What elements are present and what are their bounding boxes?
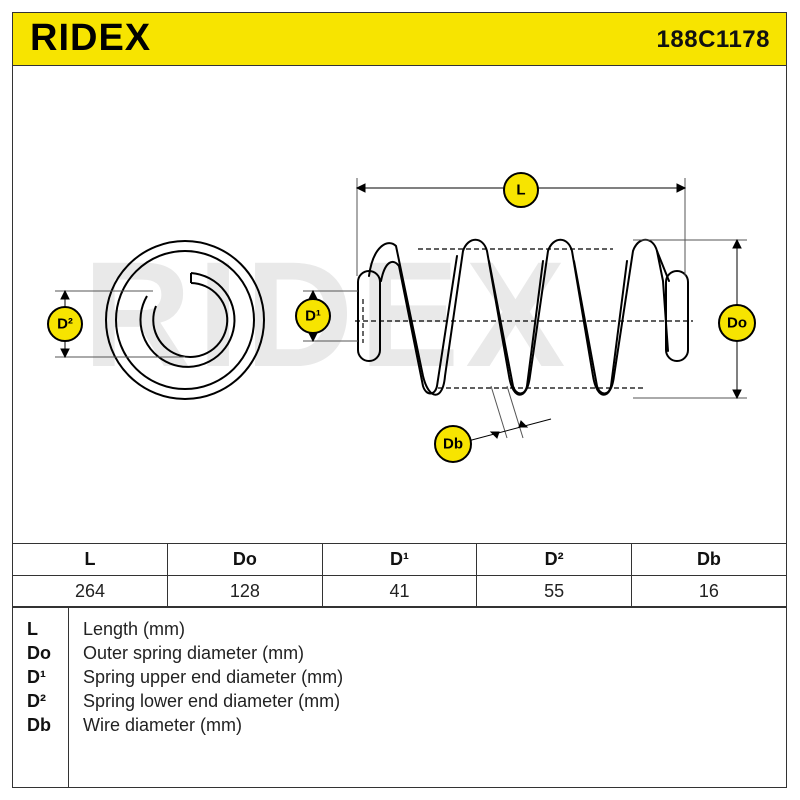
do-badge: Do: [718, 304, 756, 342]
legend-item: D² Spring lower end diameter (mm): [13, 691, 786, 715]
d2-badge: D²: [47, 306, 83, 342]
legend-item: Do Outer spring diameter (mm): [13, 643, 786, 667]
legend-divider: [68, 607, 69, 788]
legend-desc: Outer spring diameter (mm): [83, 643, 305, 663]
legend-abbr: D¹: [27, 667, 46, 687]
spring-diagram: RIDEX D²: [13, 66, 786, 544]
legend-abbr: Db: [27, 715, 51, 735]
spring-side-view: [357, 238, 689, 396]
table-header-cell: D¹: [321, 543, 478, 576]
legend-desc: Spring lower end diameter (mm): [83, 691, 341, 711]
db-badge: Db: [434, 425, 472, 463]
legend-item: L Length (mm): [13, 619, 786, 643]
d2-label: D²: [57, 316, 73, 333]
legend-desc: Length (mm): [83, 619, 186, 639]
legend-abbr: D²: [27, 691, 46, 711]
table-header-cell: L: [13, 543, 169, 576]
d1-label: D¹: [305, 308, 321, 325]
l-badge: L: [503, 172, 539, 208]
d1-badge: D¹: [295, 298, 331, 334]
legend-abbr: L: [27, 619, 38, 639]
part-number: 188C1178: [656, 26, 770, 53]
brand-name: RIDEX: [30, 17, 151, 59]
table-header-cell: D²: [476, 543, 632, 576]
page-frame: [12, 12, 787, 788]
l-label: L: [516, 182, 525, 199]
header-bar: [13, 13, 786, 66]
table-cell: 128: [167, 575, 323, 608]
table-header-cell: Do: [167, 543, 323, 576]
legend: L Length (mm) Do Outer spring diameter (…: [13, 606, 786, 788]
ridex-logo: RIDEX: [30, 16, 190, 59]
d2-dimension: [55, 289, 185, 359]
table-header-row: L Do D¹ D² Db: [13, 543, 786, 576]
table-header-cell: Db: [630, 543, 786, 576]
dimensions-table: L Do D¹ D² Db 264 128 41 55 16: [13, 543, 786, 608]
legend-item: Db Wire diameter (mm): [13, 715, 786, 739]
legend-abbr: Do: [27, 643, 51, 663]
legend-item: D¹ Spring upper end diameter (mm): [13, 667, 786, 691]
table-cell: 41: [321, 575, 478, 608]
spring-guide-lines: [355, 248, 693, 389]
table-cell: 55: [476, 575, 632, 608]
db-label: Db: [443, 436, 463, 453]
table-row: 264 128 41 55 16: [13, 575, 786, 608]
table-cell: 16: [630, 575, 786, 608]
legend-desc: Spring upper end diameter (mm): [83, 667, 344, 687]
table-cell: 264: [13, 575, 169, 608]
db-dimension: [467, 385, 552, 442]
legend-desc: Wire diameter (mm): [83, 715, 243, 735]
do-label: Do: [727, 315, 747, 332]
spring-end-view: [105, 240, 265, 400]
